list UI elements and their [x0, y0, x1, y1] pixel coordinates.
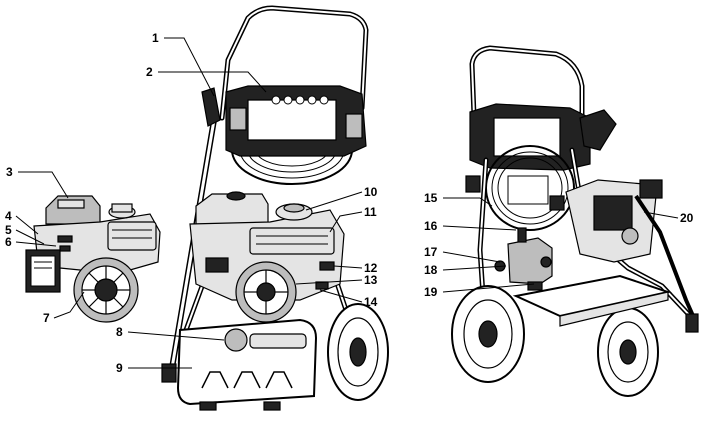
callout-2: 2: [146, 65, 153, 79]
callout-9: 9: [116, 361, 123, 375]
callout-20: 20: [680, 211, 694, 225]
front-view-shroud: [176, 318, 318, 406]
callout-19: 19: [424, 285, 438, 299]
rear-view-illustration: [451, 45, 699, 397]
callout-7: 7: [43, 311, 50, 325]
callout-15: 15: [424, 191, 438, 205]
callout-10: 10: [364, 185, 378, 199]
callout-11: 11: [364, 205, 377, 219]
callout-13: 13: [364, 273, 378, 287]
callout-4: 4: [5, 209, 12, 223]
callout-18: 18: [424, 263, 438, 277]
front-view-choke-lever: [319, 261, 335, 271]
callout-1: 1: [152, 31, 159, 45]
engine-detail-illustration: [25, 195, 161, 323]
front-view-illustration: [161, 5, 389, 411]
front-view-nozzle-holders: [271, 95, 329, 105]
callout-3: 3: [6, 165, 13, 179]
callout-6: 6: [5, 235, 12, 249]
rear-view-pump: [507, 237, 553, 285]
front-view-air-cleaner: [249, 227, 335, 255]
callout-8: 8: [116, 325, 123, 339]
callout-labels: 1 2 3 4 5 6 7 8 9 10 11 12 13 14 15 16 1…: [5, 31, 694, 375]
callout-5: 5: [5, 223, 12, 237]
callout-17: 17: [424, 245, 438, 259]
callout-16: 16: [424, 219, 438, 233]
callout-12: 12: [364, 261, 378, 275]
front-view-detergent-cap: [224, 328, 248, 352]
leader-lines: [15, 37, 679, 369]
front-view-spray-gun: [201, 87, 221, 127]
callout-14: 14: [364, 295, 378, 309]
